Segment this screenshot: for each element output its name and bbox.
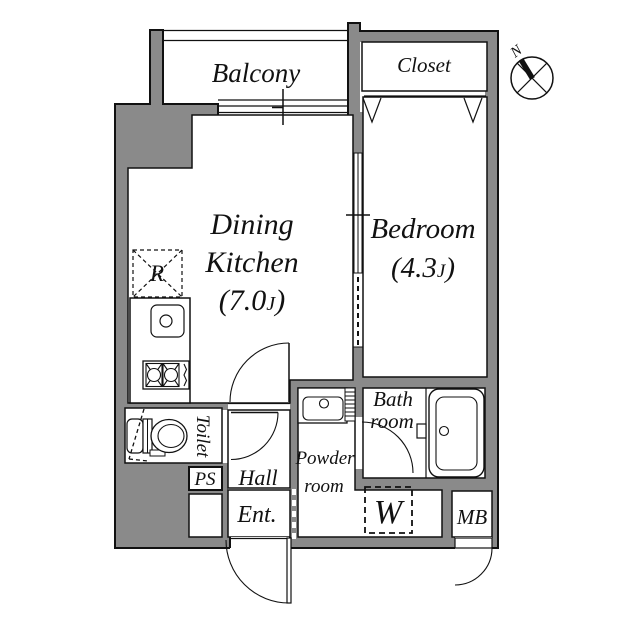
refrigerator-label: R: [149, 261, 164, 286]
toilet-door-swing-dashed: [128, 408, 149, 462]
thresholds: [228, 402, 290, 540]
washer-label: W: [374, 494, 405, 531]
closet-door-right-icon: [463, 97, 483, 124]
toilet-icon: [126, 418, 188, 457]
dk-door: [229, 342, 290, 403]
bath-fixtures: [416, 388, 485, 478]
outer-wall-outline: [114, 22, 499, 549]
closet-floor: [361, 41, 488, 92]
kitchen-sink-drain: [159, 314, 173, 328]
bath-door: [361, 421, 414, 474]
labels: Balcony Closet Dining Kitchen (7.0J) Bed…: [149, 53, 487, 531]
closet-label: Closet: [397, 53, 452, 77]
pipe-space-label: PS: [193, 469, 216, 490]
entrance-floor: [227, 489, 291, 538]
bathtub-drain: [438, 425, 450, 437]
pipe-space-box: [188, 466, 223, 491]
dk-label-line2: Kitchen: [204, 246, 298, 279]
entrance-door: [225, 537, 292, 604]
wall-segments: [115, 23, 498, 548]
hall-label: Hall: [237, 465, 277, 490]
bath-label-line1: Bath: [373, 387, 413, 411]
meter-box-floor: [451, 490, 493, 538]
meter-box-door: [454, 537, 493, 586]
dk-label-line1: Dining: [209, 208, 293, 241]
toilet-label: Toilet: [192, 415, 213, 458]
closet-door-left-icon: [362, 97, 382, 124]
bath-shelf: [416, 423, 427, 439]
louver-panel-icon: [344, 387, 356, 422]
stove-icon: [142, 360, 190, 390]
bedroom-sliding-door: [346, 152, 370, 348]
doors: [225, 342, 493, 604]
bath-label-line2: room: [370, 409, 414, 433]
entrance-label: Ent.: [236, 502, 276, 528]
closet-doors: [362, 95, 486, 124]
kitchen: [129, 249, 191, 404]
toilet-door: [230, 411, 279, 461]
washer-space: [364, 486, 413, 534]
bedroom-size-label: (4.3J): [391, 252, 455, 284]
balcony-window: [218, 89, 348, 125]
bedroom-floor: [362, 96, 488, 378]
shoe-cabinet: [188, 493, 223, 538]
balcony-label: Balcony: [212, 58, 300, 88]
powder-label-line2: room: [304, 476, 343, 497]
hall-floor: [227, 409, 291, 489]
refrigerator-space: [132, 249, 183, 298]
meter-box-label: MB: [456, 505, 487, 529]
powder-sink-icon: [297, 387, 348, 424]
bedroom-label: Bedroom: [370, 213, 475, 245]
balcony-railing: [163, 29, 348, 42]
dk-size-label: (7.0J): [219, 284, 285, 317]
powder-label-line1: Powder: [294, 448, 355, 469]
entrance-door-gap: [230, 537, 290, 548]
